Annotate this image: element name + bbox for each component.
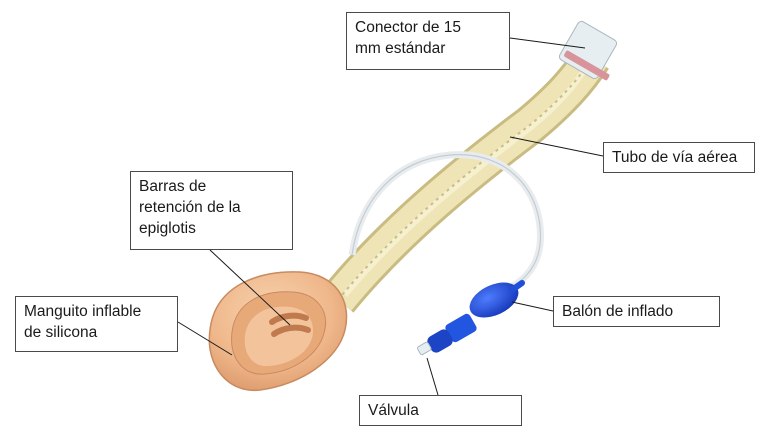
label-epiglottis-bars-line-1: Barras de — [139, 176, 284, 197]
leader-line-pilot-balloon — [512, 302, 553, 311]
airway-tube — [338, 58, 592, 300]
label-connector-line-1: Conector de 15 — [355, 17, 501, 38]
label-connector-line-2: mm estándar — [355, 38, 501, 59]
label-pilot-balloon: Balón de inflado — [553, 296, 720, 327]
label-epiglottis-bars-line-2: retención de la — [139, 197, 284, 218]
label-airway-tube: Tubo de vía aérea — [603, 142, 755, 173]
leader-line-valve — [427, 358, 438, 395]
label-epiglottis-bars-line-3: epiglotis — [139, 218, 284, 239]
label-valve-line-1: Válvula — [368, 400, 513, 421]
label-cuff: Manguito inflable de silicona — [15, 296, 178, 352]
label-cuff-line-2: de silicona — [24, 322, 169, 343]
label-valve: Válvula — [359, 395, 522, 426]
label-pilot-balloon-line-1: Balón de inflado — [562, 301, 711, 322]
label-cuff-line-1: Manguito inflable — [24, 301, 169, 322]
label-connector: Conector de 15 mm estándar — [346, 12, 510, 70]
label-epiglottis-bars: Barras de retención de la epiglotis — [130, 171, 293, 250]
valve — [417, 312, 478, 355]
label-airway-tube-line-1: Tubo de vía aérea — [612, 147, 746, 168]
